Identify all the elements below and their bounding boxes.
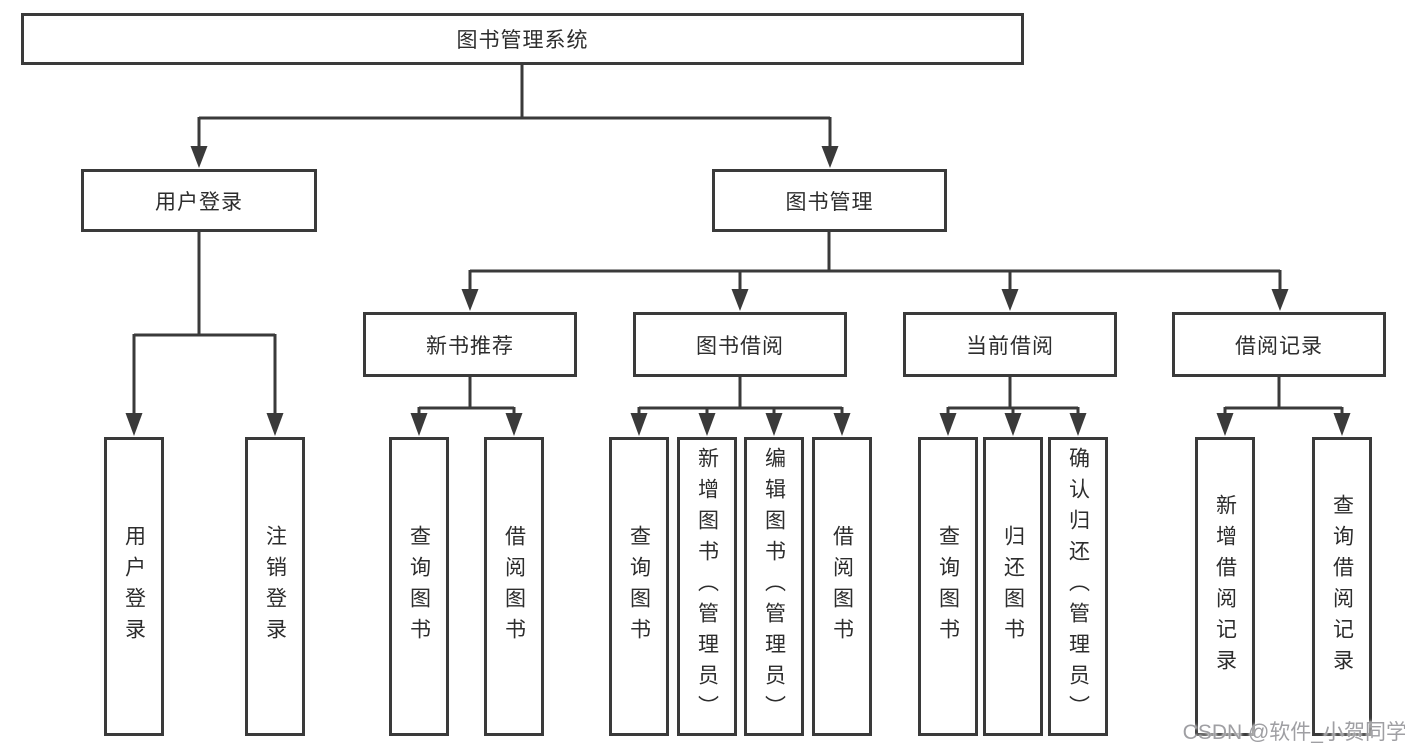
leaf-borrow-books: 借阅图书 <box>812 437 872 736</box>
leaf-query-books-borrow: 查询图书 <box>609 437 669 736</box>
node-book-management: 图书管理 <box>712 169 947 232</box>
node-label: 查询图书 <box>936 524 960 649</box>
node-label: 新增借阅记录 <box>1213 493 1237 680</box>
node-book-borrow: 图书借阅 <box>633 312 847 377</box>
node-label: 借阅记录 <box>1235 334 1323 358</box>
node-new-book-recommend: 新书推荐 <box>363 312 577 377</box>
connector-current-borrow-to-leaves <box>939 377 1087 436</box>
node-label: 注销登录 <box>263 524 287 649</box>
node-library-system: 图书管理系统 <box>21 13 1024 65</box>
leaf-confirm-return-admin: 确认归还（管理员） <box>1048 437 1108 736</box>
node-label: 归还图书 <box>1001 524 1025 649</box>
node-label: 新增图书（管理员） <box>695 447 719 726</box>
node-label: 新书推荐 <box>426 334 514 358</box>
leaf-edit-books-admin: 编辑图书（管理员） <box>744 437 804 736</box>
connector-book-mgmt-to-level3 <box>461 232 1289 311</box>
connector-root-to-level2 <box>190 65 839 168</box>
node-label: 查询图书 <box>407 524 431 649</box>
node-label: 确认归还（管理员） <box>1066 447 1090 726</box>
leaf-query-books-current: 查询图书 <box>918 437 978 736</box>
node-label: 查询借阅记录 <box>1330 493 1354 680</box>
node-label: 图书管理系统 <box>456 29 589 52</box>
node-label: 借阅图书 <box>830 524 854 649</box>
node-label: 用户登录 <box>122 524 146 649</box>
leaf-return-books: 归还图书 <box>983 437 1043 736</box>
node-label: 用户登录 <box>155 190 243 214</box>
leaf-borrow-books-recommend: 借阅图书 <box>484 437 544 736</box>
node-label: 借阅图书 <box>502 524 526 649</box>
leaf-query-borrow-record: 查询借阅记录 <box>1312 437 1372 736</box>
node-user-login: 用户登录 <box>81 169 317 232</box>
connector-book-borrow-to-leaves <box>630 377 851 436</box>
node-label: 图书借阅 <box>696 334 784 358</box>
leaf-logout: 注销登录 <box>245 437 305 736</box>
node-label: 图书管理 <box>785 190 874 214</box>
node-label: 当前借阅 <box>966 334 1054 358</box>
node-label: 编辑图书（管理员） <box>762 447 786 726</box>
node-borrow-records: 借阅记录 <box>1172 312 1386 377</box>
connector-borrow-records-to-leaves <box>1216 377 1351 436</box>
leaf-add-books-admin: 新增图书（管理员） <box>677 437 737 736</box>
node-label: 查询图书 <box>627 524 651 649</box>
leaf-query-books-recommend: 查询图书 <box>389 437 449 736</box>
connector-new-books-to-leaves <box>410 377 523 436</box>
csdn-watermark: CSDN @软件_小贺同学 <box>1182 721 1405 744</box>
leaf-user-login: 用户登录 <box>104 437 164 736</box>
leaf-add-borrow-record: 新增借阅记录 <box>1195 437 1255 736</box>
connector-user-login-to-leaves <box>125 232 284 436</box>
node-current-borrow: 当前借阅 <box>903 312 1117 377</box>
